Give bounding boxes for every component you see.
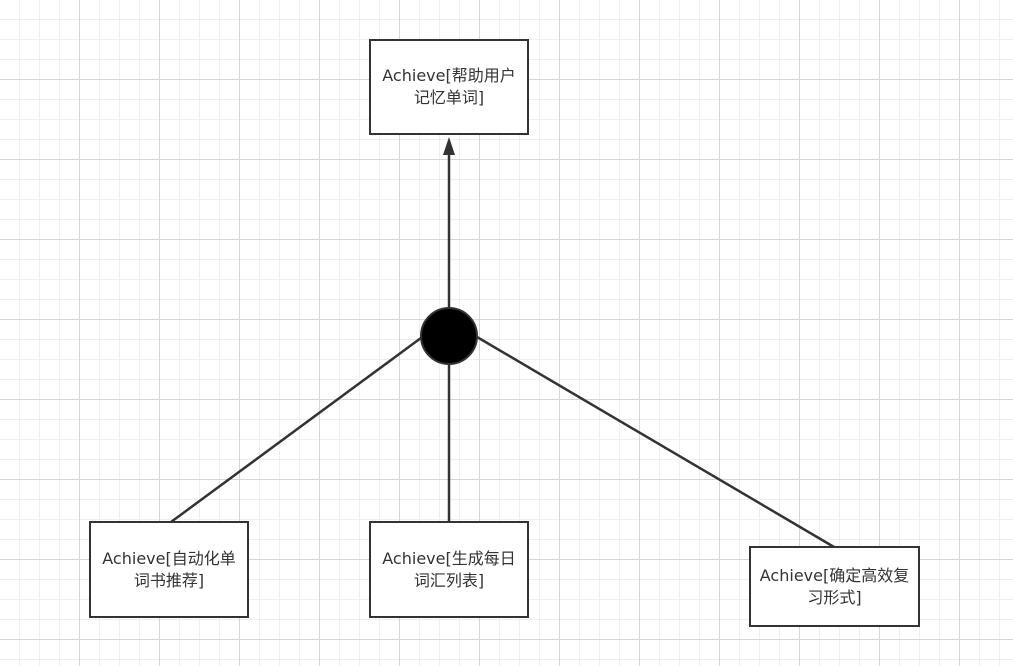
link-to-subgoal-3: [476, 335, 835, 549]
refinement-node: [420, 307, 478, 365]
root-goal-label: Achieve[帮助用户记忆单词]: [382, 66, 516, 107]
subgoal-box-3[interactable]: Achieve[确定高效复习形式]: [749, 546, 920, 627]
subgoal-label-1: Achieve[自动化单词书推荐]: [102, 548, 236, 590]
link-to-subgoal-1: [170, 333, 426, 524]
subgoal-box-2[interactable]: Achieve[生成每日词汇列表]: [369, 521, 529, 618]
root-goal-box[interactable]: Achieve[帮助用户记忆单词]: [369, 39, 529, 135]
subgoal-label-2: Achieve[生成每日词汇列表]: [382, 548, 516, 590]
root-arrowhead: [443, 137, 455, 155]
subgoal-box-1[interactable]: Achieve[自动化单词书推荐]: [89, 521, 249, 618]
subgoal-label-3: Achieve[确定高效复习形式]: [759, 565, 910, 607]
